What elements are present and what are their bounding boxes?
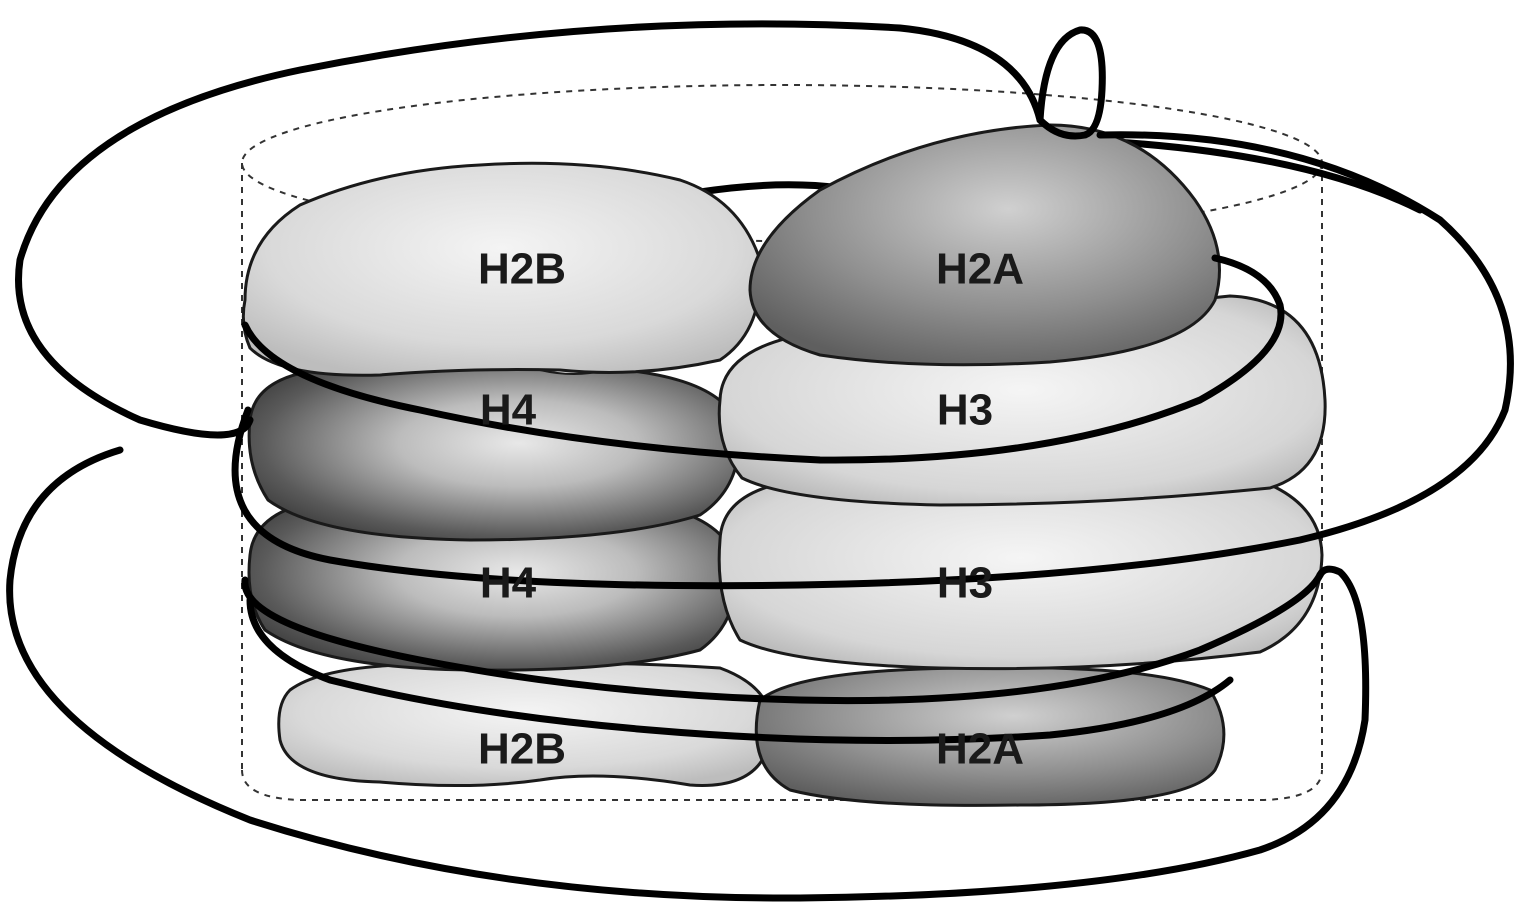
label-h2a-bottom: H2A xyxy=(936,725,1024,774)
label-h3-upper: H3 xyxy=(937,386,993,435)
label-h3-lower: H3 xyxy=(937,559,993,608)
label-h2b-bottom: H2B xyxy=(478,725,566,774)
label-h2b-top: H2B xyxy=(478,245,566,294)
label-h4-lower: H4 xyxy=(480,559,537,608)
label-h2a-top: H2A xyxy=(936,245,1024,294)
label-h4-upper: H4 xyxy=(480,386,537,435)
